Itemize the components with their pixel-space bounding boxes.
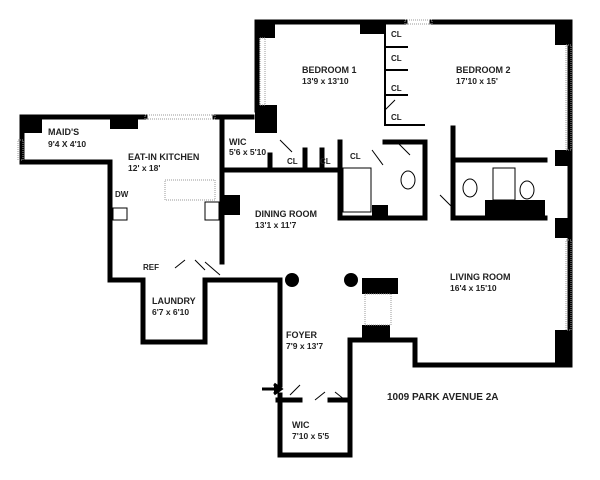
room-dims-wic: 5'6 x 5'10 bbox=[229, 147, 266, 157]
room-dims-laundry: 6'7 x 6'10 bbox=[152, 307, 189, 317]
sink-icon bbox=[112, 207, 128, 221]
room-name-kitchen: EAT-IN KITCHEN bbox=[128, 152, 199, 162]
windows-and-fixtures bbox=[17, 19, 572, 401]
room-dims-dining: 13'1 x 11'7 bbox=[255, 220, 297, 230]
toilet-icon bbox=[462, 178, 478, 198]
closet-label: CL bbox=[320, 157, 331, 166]
room-name-bedroom1: BEDROOM 1 bbox=[302, 65, 357, 75]
room-dims-foyer: 7'9 x 13'7 bbox=[286, 341, 323, 351]
closet-label: CL bbox=[391, 30, 402, 39]
refrigerator-label: REF bbox=[143, 263, 159, 272]
entry-arrow-icon bbox=[262, 382, 284, 396]
room-dims-bedroom1: 13'9 x 13'10 bbox=[302, 76, 349, 86]
dishwasher-label: DW bbox=[115, 190, 129, 199]
room-name-maids: MAID'S bbox=[48, 127, 79, 137]
room-dims-kitchen: 12' x 18' bbox=[128, 163, 160, 173]
room-name-bedroom2: BEDROOM 2 bbox=[456, 65, 511, 75]
walls bbox=[19, 19, 573, 458]
room-dims-wic2: 7'10 x 5'5 bbox=[292, 431, 329, 441]
room-name-wic2: WIC bbox=[292, 420, 310, 430]
room-name-dining: DINING ROOM bbox=[255, 209, 317, 219]
wall-blocks bbox=[20, 20, 572, 367]
closet-label: CL bbox=[391, 113, 402, 122]
sink-icon bbox=[519, 180, 535, 200]
room-name-wic: WIC bbox=[229, 137, 247, 147]
room-dims-living: 16'4 x 15'10 bbox=[450, 283, 497, 293]
closet-label: CL bbox=[391, 84, 402, 93]
room-name-laundry: LAUNDRY bbox=[152, 296, 196, 306]
room-name-living: LIVING ROOM bbox=[450, 272, 511, 282]
toilet-icon bbox=[400, 170, 416, 190]
closet-label: CL bbox=[391, 54, 402, 63]
closet-label: CL bbox=[287, 157, 298, 166]
room-dims-bedroom2: 17'10 x 15' bbox=[456, 76, 498, 86]
closet-label: CL bbox=[350, 152, 361, 161]
room-dims-maids: 9'4 X 4'10 bbox=[48, 139, 86, 149]
room-name-foyer: FOYER bbox=[286, 330, 318, 340]
address-label: 1009 PARK AVENUE 2A bbox=[387, 392, 499, 403]
column bbox=[285, 273, 299, 287]
stove-icon bbox=[204, 201, 220, 221]
column bbox=[344, 273, 358, 287]
